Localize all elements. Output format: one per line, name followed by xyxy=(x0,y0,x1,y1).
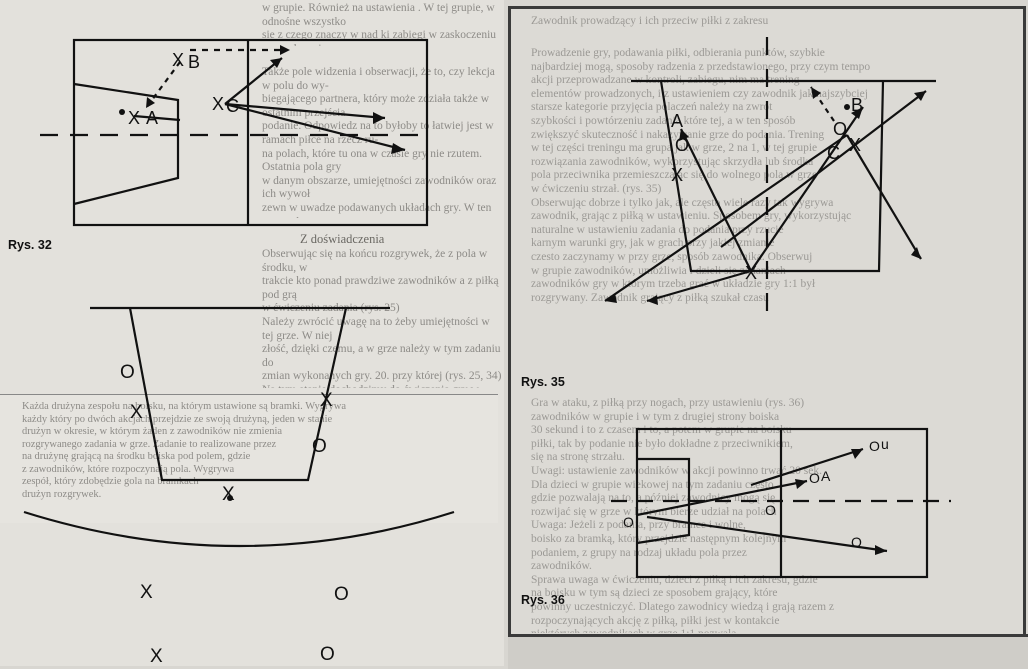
section-heading: Z doświadczenia xyxy=(300,232,385,246)
left-column: w grupie. Również na ustawienia . W tej … xyxy=(0,0,504,667)
figure-label: u xyxy=(881,436,889,452)
bottom-strip xyxy=(508,634,1028,669)
player-o: O xyxy=(765,502,776,518)
figure-rys-34: O X X O X O X X O xyxy=(23,306,455,667)
caption-rys-36: Rys. 36 xyxy=(521,593,565,607)
player-x: X xyxy=(140,582,153,603)
player-o: O xyxy=(623,514,634,530)
figure-label-x: X xyxy=(128,108,140,128)
left-top-text: w grupie. Również na ustawienia . W tej … xyxy=(262,2,497,46)
player-x: X xyxy=(745,263,757,283)
caption-rys-35: Rys. 35 xyxy=(521,375,565,389)
player-x: X xyxy=(222,484,235,505)
figure-rys-32: X B X A X C xyxy=(40,38,430,227)
figure-label: A xyxy=(821,468,831,484)
player-x: X xyxy=(150,646,163,667)
player-o: O xyxy=(120,362,135,383)
player-o: O xyxy=(809,470,820,486)
figure-label-x: X xyxy=(212,94,224,114)
player-x: X xyxy=(130,402,143,423)
figure-rys-35: A O X B O C X X xyxy=(604,37,936,321)
player-x: X xyxy=(320,390,333,411)
figure-rys-36: O O A O u O O xyxy=(611,427,951,579)
boxed-note-text: Każda drużyna zespołu na boisku, na któr… xyxy=(22,401,347,500)
figure-label: A xyxy=(671,111,683,131)
boxed-note: Każda drużyna zespołu na boisku, na któr… xyxy=(0,394,498,523)
player-x: X xyxy=(849,135,861,155)
player-o: O xyxy=(312,436,327,457)
figure-label-x: X xyxy=(172,50,184,70)
right-upper-text: Prowadzenie gry, podawania piłki, odbier… xyxy=(531,47,871,304)
player-o: O xyxy=(334,584,349,605)
figure-label: B xyxy=(851,95,863,115)
player-x: X xyxy=(671,165,683,185)
figure-label: C xyxy=(827,143,840,163)
player-o: O xyxy=(851,534,862,550)
player-o: O xyxy=(320,644,335,665)
right-top-text: Zawodnik prowadzący i ich przeciw piłki … xyxy=(531,15,769,27)
figure-label: B xyxy=(188,52,200,72)
player-o: O xyxy=(833,119,847,139)
caption-rys-32: Rys. 32 xyxy=(8,238,52,252)
player-o: O xyxy=(869,438,880,454)
figure-label: C xyxy=(226,96,239,116)
right-column: Zawodnik prowadzący i ich przeciw piłki … xyxy=(508,6,1026,639)
player-o: O xyxy=(675,135,689,155)
figure-label: A xyxy=(146,108,158,128)
